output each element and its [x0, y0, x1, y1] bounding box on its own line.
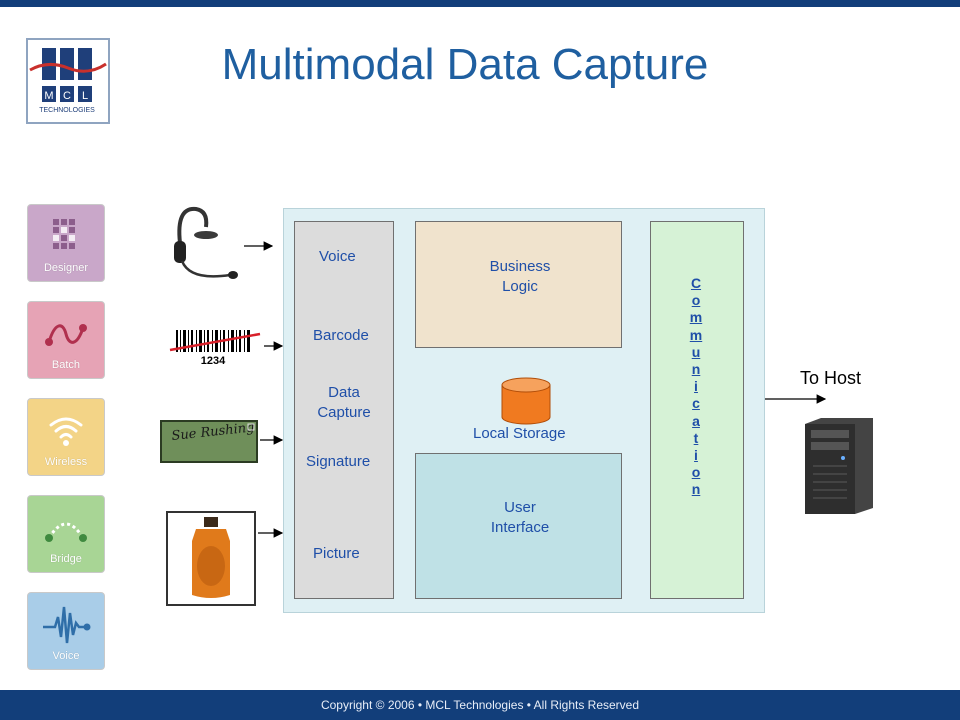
capture-label-signature: Signature [306, 453, 371, 470]
barcode-icon: 1234 [169, 330, 261, 367]
sidebar-item-label: Batch [51, 359, 81, 371]
business-logic-label: Business Logic [489, 258, 551, 295]
logo-letter-l: L [82, 90, 88, 102]
logo-subtext: TECHNOLOGIES [39, 107, 95, 114]
sidebar-item-label: Voice [52, 650, 80, 662]
headset-icon [174, 206, 238, 279]
user-interface-box [415, 453, 622, 599]
sidebar-item-batch[interactable]: Batch [27, 301, 105, 379]
capture-label-barcode: Barcode [313, 327, 369, 344]
signature-pad-icon: Sue Rushing [160, 420, 258, 463]
database-icon [501, 377, 551, 425]
top-bar [0, 0, 960, 7]
sidebar-item-label: Wireless [44, 456, 88, 468]
sidebar-item-voice[interactable]: Voice [27, 592, 105, 670]
communication-box [650, 221, 744, 599]
capture-label-data-capture: Data Capture [317, 384, 371, 421]
capture-label-voice: Voice [319, 248, 356, 265]
waveform-icon [43, 606, 91, 644]
barcode-number: 1234 [201, 355, 226, 367]
capture-label-picture: Picture [313, 545, 360, 562]
logo-letter-c: C [63, 90, 71, 102]
sidebar-item-label: Bridge [50, 553, 82, 565]
curve-icon [45, 324, 87, 346]
local-storage-label: Local Storage [473, 425, 566, 442]
mcl-logo: M C L TECHNOLOGIES [26, 38, 110, 124]
to-host-label: To Host [800, 368, 862, 388]
footer-copyright: Copyright © 2006 • MCL Technologies • Al… [0, 690, 960, 720]
product-photo-icon [166, 511, 256, 606]
page-title: Multimodal Data Capture [221, 40, 709, 89]
data-capture-box [294, 221, 394, 599]
logo-letter-m: M [44, 90, 53, 102]
bridge-icon [45, 522, 87, 542]
business-logic-box [415, 221, 622, 348]
user-interface-label: User Interface [490, 499, 550, 536]
sidebar-item-wireless[interactable]: Wireless [27, 398, 105, 476]
wifi-icon [49, 417, 83, 446]
sidebar-item-bridge[interactable]: Bridge [27, 495, 105, 573]
sidebar-item-label: Designer [43, 262, 89, 274]
sidebar-item-designer[interactable]: Designer [27, 204, 105, 282]
grid-icon [53, 219, 75, 249]
server-icon [805, 418, 873, 514]
